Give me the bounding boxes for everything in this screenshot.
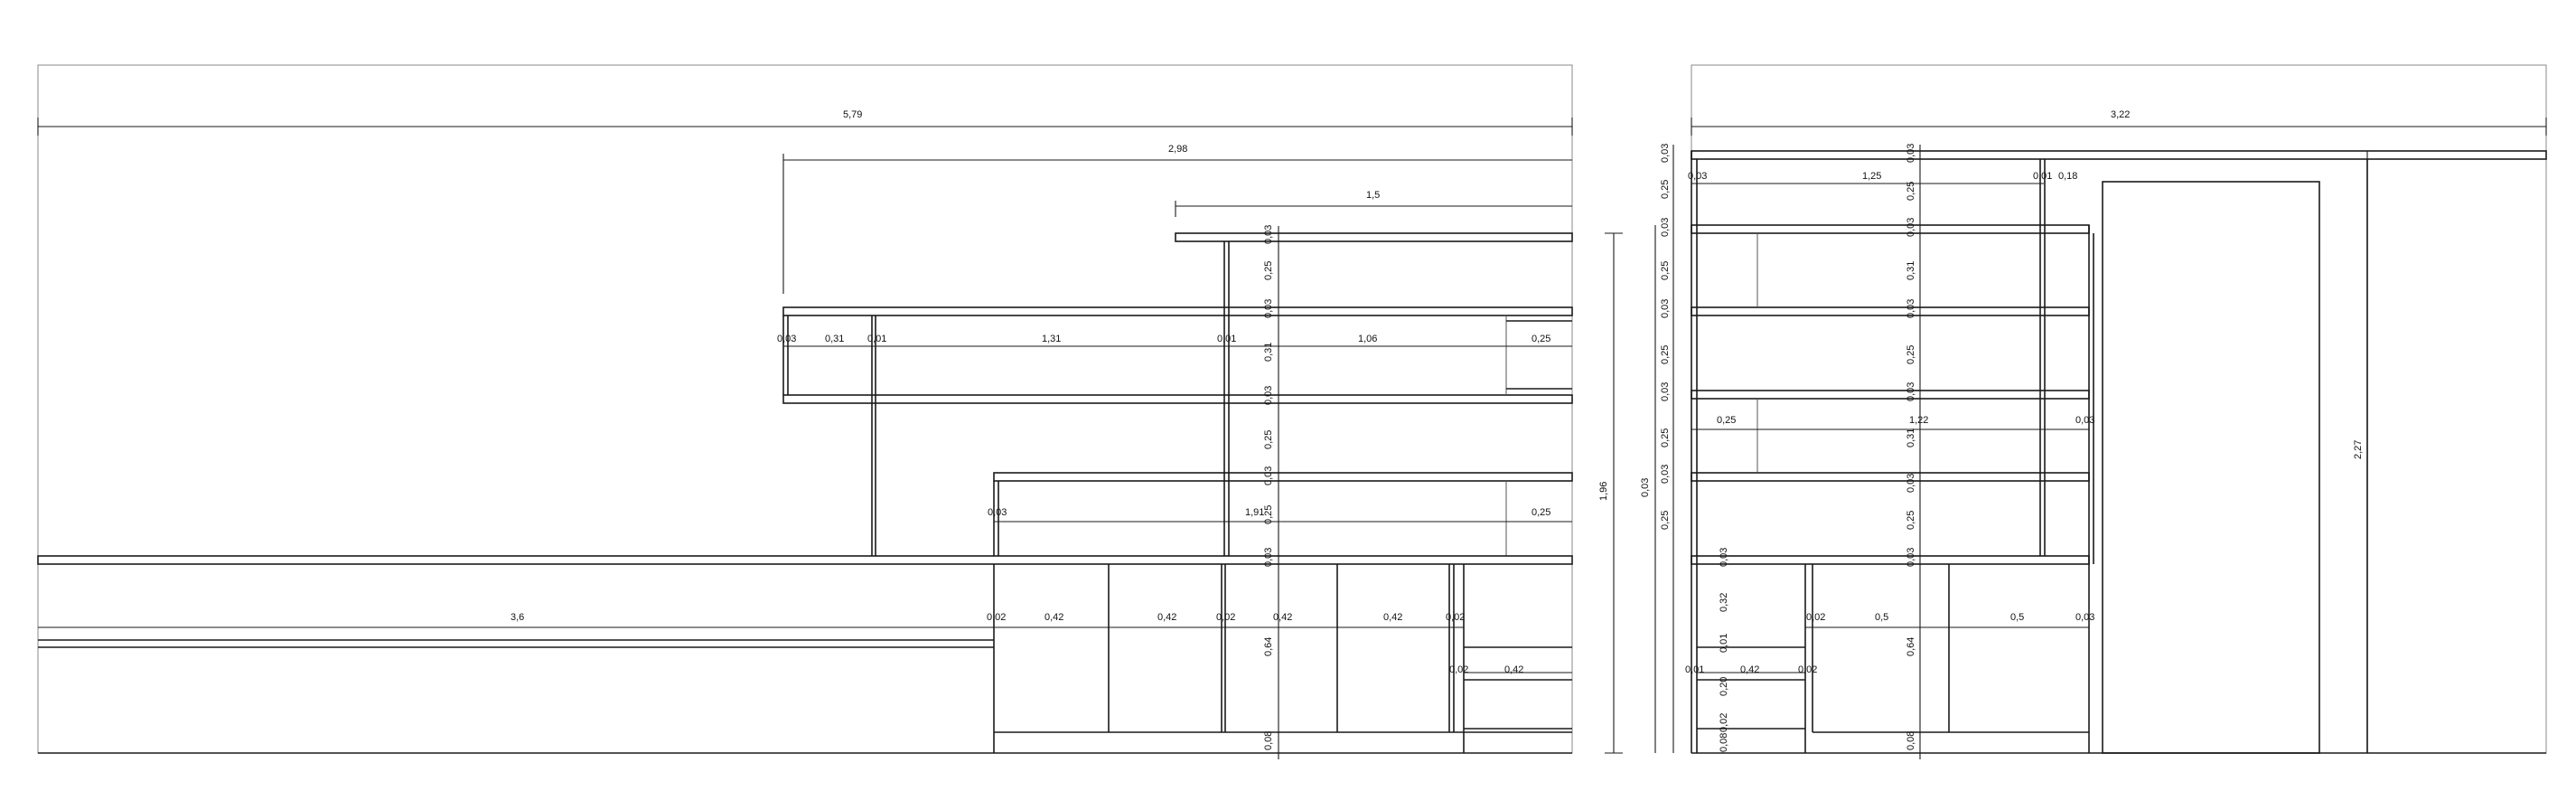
dim-label-total-width: 5,79: [843, 109, 862, 120]
dim-label-upper-width: 2,98: [1168, 144, 1187, 155]
left-elevation: 5,79 2,98 1,5 0,03 0,31 0,01 1,31 0,01 1…: [37, 64, 1623, 759]
dim-v6: 0,25: [1263, 430, 1274, 449]
dim-r-seg-c: 0,01: [2033, 171, 2052, 182]
dim-seg-g: 0,25: [1532, 334, 1550, 344]
dim-r-drawer-c: 0,02: [1798, 664, 1817, 675]
right-shelf: [1691, 555, 2090, 565]
dim-vl12: 0,32: [1719, 593, 1729, 612]
dim-r-seg-d: 0,18: [2058, 171, 2077, 182]
dim-vl1: 0,03: [1660, 144, 1671, 163]
dim-seg-c: 0,01: [867, 334, 886, 344]
dim-v5: 0,03: [1263, 386, 1274, 405]
dim-vl4: 0,25: [1660, 261, 1671, 280]
dim-mid-a: 0,03: [988, 507, 1007, 518]
dim-v7: 0,03: [1263, 466, 1274, 485]
right-shelf: [1691, 472, 2090, 482]
dim-vl3: 0,03: [1660, 218, 1671, 237]
dim-v2: 0,25: [1263, 261, 1274, 280]
dim-seg-e: 0,01: [1217, 334, 1236, 344]
dim-base-f: 0,42: [1383, 612, 1402, 623]
dim-vl5: 0,03: [1660, 299, 1671, 318]
dim-v1: 0,03: [1263, 225, 1274, 244]
dim-r-drawer-b: 0,42: [1740, 664, 1759, 675]
dim-vm7: 0,03: [1906, 382, 1916, 401]
dim-bench-width: 3,6: [511, 612, 524, 623]
dim-base-d: 0,02: [1216, 612, 1235, 623]
middle-shelf: [993, 472, 1573, 482]
dim-r-mid-b: 1,22: [1909, 415, 1928, 426]
dim-vl2: 0,25: [1660, 180, 1671, 199]
dim-vm13: 0,08: [1906, 731, 1916, 750]
dim-vm8: 0,31: [1906, 428, 1916, 447]
dim-door-height: 2,27: [2353, 440, 2364, 459]
dim-r-height: 0,03: [1640, 478, 1651, 497]
dim-seg-a: 0,03: [777, 334, 796, 344]
right-elevation: 3,22 0,03 1,25 0,01 0,18 0,25 1,22 0,03: [1640, 64, 2547, 759]
upper-shelf-top: [782, 306, 1573, 316]
dim-vm6: 0,25: [1906, 345, 1916, 364]
dim-vl14: 0,20: [1719, 677, 1729, 696]
top-shelf: [1175, 232, 1573, 242]
dim-drawer-b: 0,42: [1504, 664, 1523, 675]
dim-base-c: 0,42: [1157, 612, 1176, 623]
dim-vm12: 0,64: [1906, 637, 1916, 656]
right-shelf: [1691, 390, 2090, 400]
dim-vm9: 0,03: [1906, 474, 1916, 493]
right-shelf: [1691, 306, 2090, 316]
dim-vl9: 0,03: [1660, 465, 1671, 484]
dim-v11: 0,08: [1263, 731, 1274, 750]
dim-label-height: 1,96: [1598, 482, 1609, 501]
dim-vm2: 0,25: [1906, 182, 1916, 201]
dim-vl10: 0,25: [1660, 511, 1671, 530]
dim-base-b: 0,42: [1044, 612, 1063, 623]
dim-seg-d: 1,31: [1042, 334, 1061, 344]
dim-drawer-a: 0,02: [1449, 664, 1468, 675]
dim-r-mid-c: 0,03: [2075, 415, 2094, 426]
dim-r-seg-b: 1,25: [1862, 171, 1881, 182]
dim-r-base-a: 0,02: [1806, 612, 1825, 623]
dim-seg-f: 1,06: [1358, 334, 1377, 344]
left-frame: [37, 64, 1573, 754]
bench-top: [37, 555, 1573, 565]
top-rail: [1691, 150, 2547, 160]
dim-v8: 0,25: [1263, 505, 1274, 524]
dim-vl6: 0,25: [1660, 345, 1671, 364]
dim-label-right-width: 3,22: [2111, 109, 2130, 120]
dim-label-top-shelf: 1,5: [1366, 190, 1380, 201]
right-shelf: [1691, 224, 2090, 234]
dim-r-drawer-a: 0,01: [1685, 664, 1704, 675]
dim-v4: 0,31: [1263, 343, 1274, 362]
dim-r-base-b: 0,5: [1875, 612, 1888, 623]
dim-vm10: 0,25: [1906, 511, 1916, 530]
dim-mid-b: 1,91: [1245, 507, 1264, 518]
dim-vm5: 0,03: [1906, 299, 1916, 318]
right-frame: [1691, 64, 2547, 754]
dim-vm4: 0,31: [1906, 261, 1916, 280]
dim-v3: 0,03: [1263, 299, 1274, 318]
dim-mid-c: 0,25: [1532, 507, 1550, 518]
dim-vl11: 0,03: [1719, 548, 1729, 567]
dim-vm3: 0,03: [1906, 218, 1916, 237]
dim-r-base-c: 0,5: [2010, 612, 2024, 623]
dim-seg-b: 0,31: [825, 334, 844, 344]
dim-vl15: 0,02: [1719, 713, 1729, 732]
dim-vl7: 0,03: [1660, 382, 1671, 401]
dim-r-mid-a: 0,25: [1717, 415, 1736, 426]
dim-vm11: 0,03: [1906, 548, 1916, 567]
dim-vl16: 0,08: [1719, 733, 1729, 752]
dim-r-base-d: 0,03: [2075, 612, 2094, 623]
dim-base-e: 0,42: [1273, 612, 1292, 623]
dim-vm1: 0,03: [1906, 144, 1916, 163]
upper-shelf-bottom: [782, 394, 1573, 404]
dim-vl13: 0,01: [1719, 634, 1729, 653]
dim-base-g: 0,02: [1446, 612, 1465, 623]
dim-vl8: 0,25: [1660, 428, 1671, 447]
dim-v9: 0,03: [1263, 548, 1274, 567]
dim-base-a: 0,02: [987, 612, 1006, 623]
doorway: [2102, 181, 2320, 754]
dim-v10: 0,64: [1263, 637, 1274, 656]
